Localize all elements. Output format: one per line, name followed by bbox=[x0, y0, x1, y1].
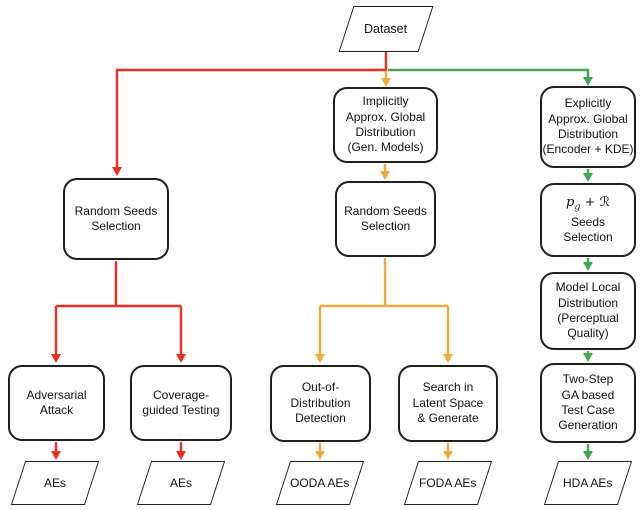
formula-pg-plus-script-r: pg + ℛ bbox=[566, 194, 610, 213]
node-aes-adversarial: AEs bbox=[10, 461, 100, 505]
node-ooda-aes-label: OODA AEs bbox=[290, 476, 350, 490]
line-mid-seeds-split bbox=[320, 258, 448, 308]
node-coverage-guided-testing: Coverage- guided Testing bbox=[130, 365, 232, 441]
node-left-random-seeds-selection: Random Seeds Selection bbox=[63, 178, 169, 260]
node-aes-coverage-label: AEs bbox=[169, 476, 192, 490]
node-aes-coverage: AEs bbox=[136, 461, 226, 505]
arrow-dataset-to-explicit bbox=[388, 68, 593, 86]
node-hda-aes-label: HDA AEs bbox=[563, 476, 613, 490]
node-foda-aes-label: FODA AEs bbox=[419, 476, 477, 490]
node-hda-aes: HDA AEs bbox=[543, 461, 633, 505]
node-adversarial-attack: Adversarial Attack bbox=[8, 365, 105, 441]
node-foda-aes: FODA AEs bbox=[403, 461, 493, 505]
node-two-step-ga-generation: Two-Step GA based Test Case Generation bbox=[540, 363, 636, 443]
node-pg-seeds-selection: pg + ℛ Seeds Selection bbox=[540, 183, 636, 257]
node-mid-random-seeds-selection: Random Seeds Selection bbox=[335, 181, 436, 257]
node-out-of-distribution-detection: Out-of- Distribution Detection bbox=[270, 365, 371, 442]
node-model-local-distribution: Model Local Distribution (Perceptual Qua… bbox=[540, 272, 636, 350]
node-implicit-approx-global-distribution: Implicitly Approx. Global Distribution (… bbox=[333, 87, 438, 163]
node-aes-adversarial-label: AEs bbox=[43, 476, 66, 490]
node-dataset-label: Dataset bbox=[364, 22, 408, 36]
node-search-latent-space: Search in Latent Space & Generate bbox=[398, 365, 498, 442]
node-explicit-approx-global-distribution: Explicitly Approx. Global Distribution (… bbox=[540, 86, 636, 168]
line-left-seeds-split bbox=[56, 261, 181, 308]
node-pg-seeds-selection-label: pg + ℛ Seeds Selection bbox=[563, 194, 613, 244]
node-dataset: Dataset bbox=[338, 6, 434, 52]
node-ooda-aes: OODA AEs bbox=[275, 461, 365, 505]
